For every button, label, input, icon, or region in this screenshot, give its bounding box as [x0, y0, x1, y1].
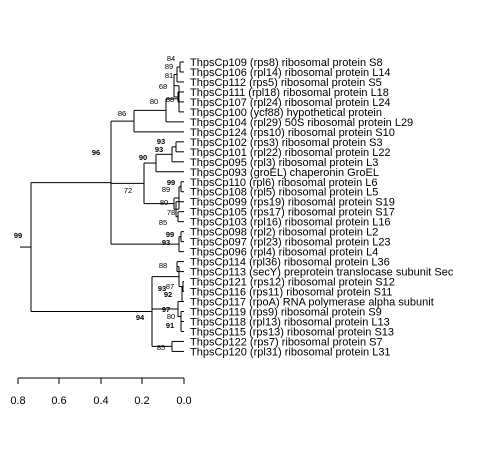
bootstrap-n14: 78: [167, 208, 175, 217]
bootstrap-n29: 99: [14, 231, 22, 240]
bootstrap-n19: 96: [92, 148, 100, 157]
bootstrap-n6: 80: [150, 97, 158, 106]
leaf-label: ThpsCp103 (rpl16) ribosomal protein L16: [190, 217, 391, 229]
leaf-label: ThpsCp124 (rps10) ribosomal protein S10: [190, 127, 395, 139]
leaf-label: ThpsCp112 (rps5) ribosomal protein S5: [190, 77, 382, 89]
bootstrap-n21: 87: [166, 282, 174, 291]
bootstrap-n12: 89: [162, 185, 170, 194]
leaf-label: ThpsCp097 (rpl23) ribosomal protein L23: [190, 237, 391, 249]
leaf-label: ThpsCp104 (rpl29) 50S ribosomal protein …: [190, 117, 413, 129]
leaf-label: ThpsCp110 (rpl6) ribosomal protein L6: [190, 177, 378, 189]
leaf-label: ThpsCp118 (rpl13) ribosomal protein L13: [190, 316, 390, 328]
leaf-label: ThpsCp120 (rpl31) ribosomal protein L31: [190, 346, 391, 358]
leaf-label: ThpsCp105 (rps17) ribosomal protein S17: [190, 207, 395, 219]
bootstrap-n18: 93: [162, 238, 170, 247]
bootstrap-n17: 99: [166, 230, 174, 239]
scale-tick-label: 0.8: [10, 395, 25, 407]
bootstrap-n16: 72: [124, 186, 132, 195]
bootstrap-n9: 93: [155, 145, 163, 154]
bootstrap-n2: 89: [165, 62, 173, 71]
scale-axis: 0.8 0.6 0.4 0.2 0.0: [10, 377, 192, 407]
scale-tick-label: 0.4: [93, 395, 108, 407]
leaf-label: ThpsCp108 (rpl5) ribosomal protein L5: [190, 187, 378, 199]
leaf-labels: ThpsCp109 (rps8) ribosomal protein S8Thp…: [190, 57, 454, 358]
leaf-label: ThpsCp109 (rps8) ribosomal protein S8: [190, 57, 383, 69]
bootstrap-n24: 97: [162, 305, 170, 314]
bootstrap-n10: 90: [139, 153, 147, 162]
leaf-label: ThpsCp098 (rpl2) ribosomal protein L2: [190, 227, 378, 239]
leaf-label: ThpsCp119 (rps9) ribosomal protein S9: [190, 307, 382, 319]
bootstrap-n13: 80: [160, 198, 168, 207]
scale-tick-label: 0.2: [134, 395, 149, 407]
leaf-label: ThpsCp111 (rpl18) ribosomal protein L18: [190, 87, 389, 99]
tree-branches: [20, 61, 184, 352]
bootstrap-n7: 86: [118, 109, 126, 118]
leaf-label: ThpsCp099 (rps19) ribosomal protein S19: [190, 197, 395, 209]
leaf-label: ThpsCp096 (rpl4) ribosomal protein L4: [190, 247, 378, 259]
leaf-label: ThpsCp122 (rps7) ribosomal protein S7: [190, 336, 383, 348]
bootstrap-n22: 93: [158, 284, 166, 293]
bootstrap-labels: 8489816888808693939099898078857299939688…: [14, 54, 175, 352]
leaf-label: ThpsCp101 (rpl22) ribosomal protein L22: [190, 147, 391, 159]
leaf-label: ThpsCp116 (rps11) ribosomal protein S11: [190, 287, 392, 299]
leaf-label: ThpsCp121 (rps12) ribosomal protein S12: [190, 277, 395, 289]
bootstrap-n5: 88: [166, 95, 174, 104]
leaf-label: ThpsCp114 (rpl36) ribosomal protein L36: [190, 257, 390, 269]
leaf-label: ThpsCp115 (rps13) ribosomal protein S13: [190, 326, 394, 338]
bootstrap-n20: 88: [159, 261, 167, 270]
leaf-label: ThpsCp107 (rpl24) ribosomal protein L24: [190, 97, 391, 109]
scale-tick-label: 0.0: [176, 395, 191, 407]
bootstrap-n8: 93: [157, 137, 165, 146]
bootstrap-n3: 81: [165, 71, 173, 80]
bootstrap-n4: 68: [159, 82, 167, 91]
bootstrap-n1: 84: [167, 54, 175, 63]
leaf-label: ThpsCp102 (rps3) ribosomal protein S3: [190, 137, 383, 149]
bootstrap-n11: 99: [167, 178, 175, 187]
bootstrap-n28: 94: [136, 313, 145, 322]
scale-tick-label: 0.6: [51, 395, 66, 407]
bootstrap-n23: 92: [164, 290, 172, 299]
bootstrap-n25: 80: [167, 312, 175, 321]
leaf-label: ThpsCp113 (secY) preprotein translocase …: [190, 267, 454, 279]
bootstrap-n26: 91: [166, 321, 174, 330]
bootstrap-n15: 85: [159, 218, 167, 227]
bootstrap-n27: 85: [157, 343, 165, 352]
leaf-label: ThpsCp095 (rpl3) ribosomal protein L3: [190, 157, 378, 169]
leaf-label: ThpsCp093 (groEL) chaperonin GroEL: [190, 167, 379, 179]
leaf-label: ThpsCp106 (rpl14) ribosomal protein L14: [190, 67, 391, 79]
leaf-label: ThpsCp117 (rpoA) RNA polymerase alpha su…: [190, 297, 434, 309]
leaf-label: ThpsCp100 (ycf88) hypothetical protein: [190, 107, 382, 119]
